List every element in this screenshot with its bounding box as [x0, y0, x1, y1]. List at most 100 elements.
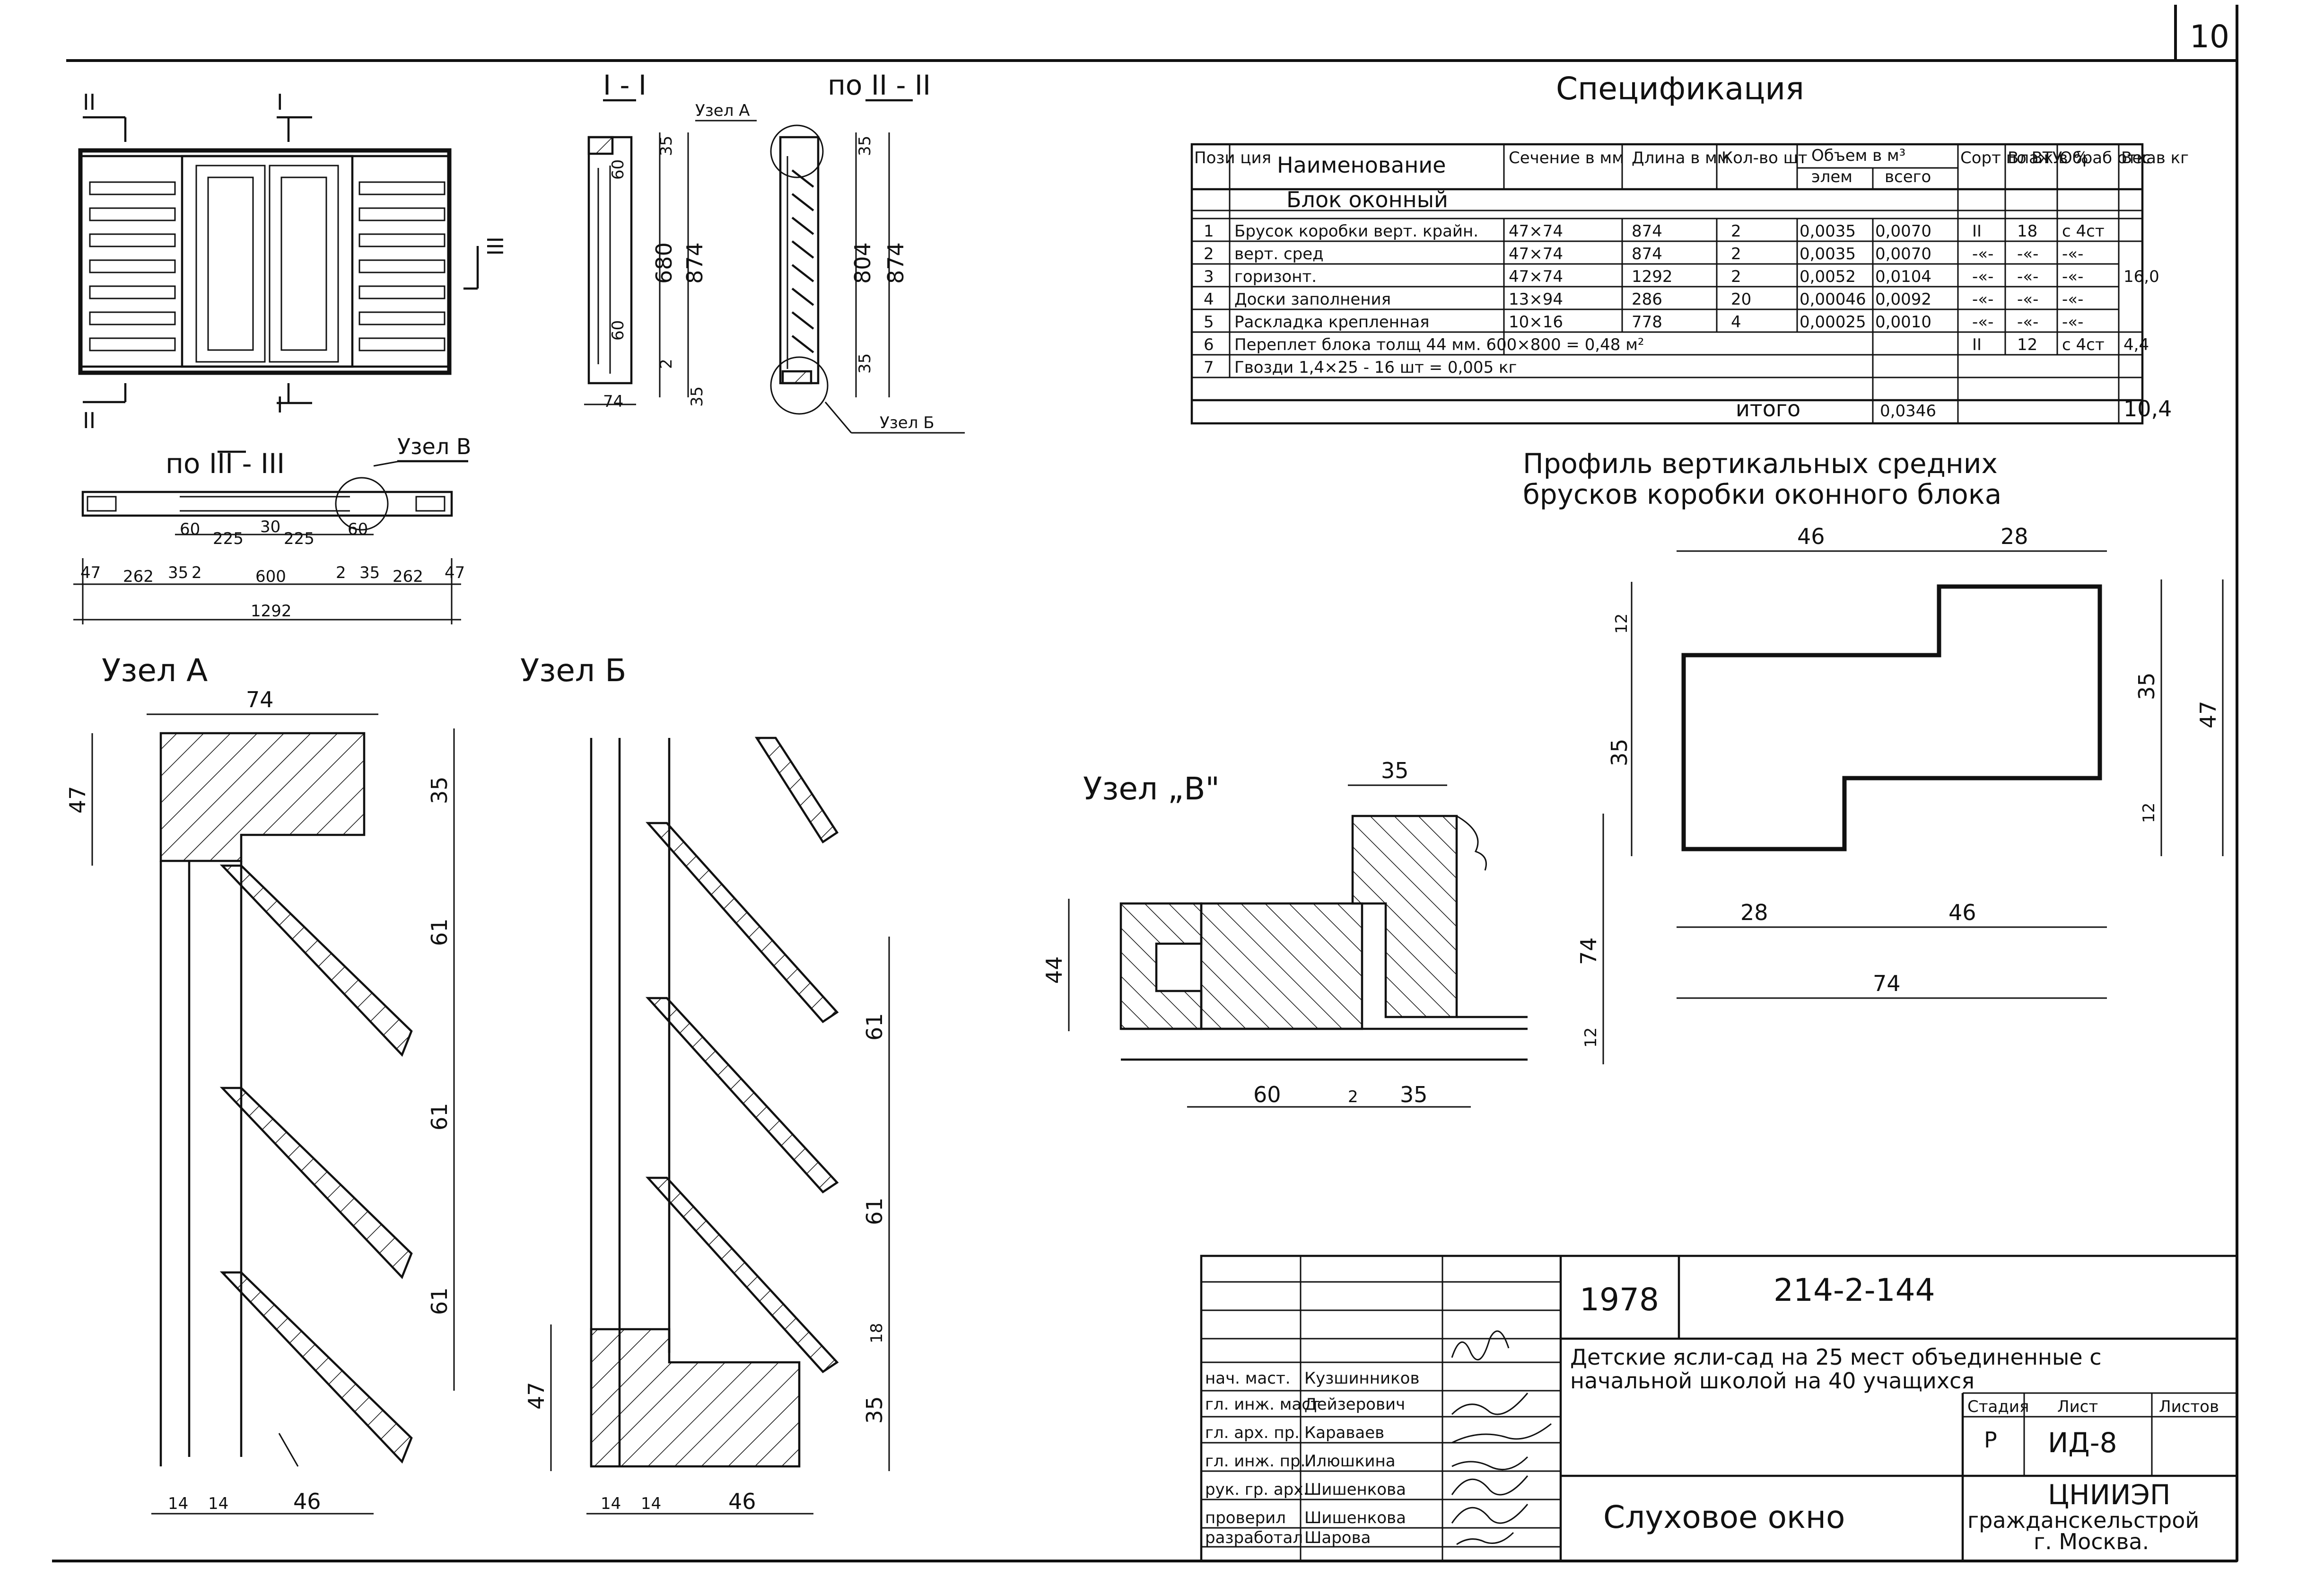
- spec-cell: 0,0035: [1800, 222, 1856, 241]
- staff-role: гл. инж. пр.: [1205, 1452, 1305, 1471]
- spec-cell: 4: [1204, 290, 1214, 309]
- dim-overall: 1292: [251, 602, 292, 621]
- dim-text: 14: [601, 1494, 621, 1513]
- spec-cell: 0,0104: [1875, 267, 1931, 286]
- staff-role: гл. арх. пр.: [1205, 1423, 1300, 1442]
- dim-text: 35: [359, 563, 380, 582]
- spec-header-moisture: Влаж в %: [2008, 149, 2088, 167]
- dim-text: 74: [246, 687, 274, 712]
- spec-cell: -«-: [2017, 313, 2038, 332]
- profile-title-1: Профиль вертикальных средних: [1523, 447, 1998, 480]
- spec-header-pos: Пози ция: [1194, 149, 1271, 167]
- node-b-callout: Узел Б: [880, 413, 935, 432]
- spec-cell: 13×94: [1509, 290, 1563, 309]
- spec-cell: 0,0052: [1800, 267, 1856, 286]
- stamp-year: 1978: [1580, 1281, 1659, 1318]
- staff-name: Шарова: [1304, 1528, 1371, 1547]
- dim-text: 12: [1581, 1027, 1600, 1048]
- dim-text: 47: [80, 563, 101, 582]
- louvres-right: [358, 181, 446, 351]
- node-b-title: Узел Б: [520, 652, 626, 689]
- spec-cell: 0,00025: [1800, 313, 1866, 332]
- spec-cell: -«-: [1972, 290, 1993, 309]
- spec-cell: 778: [1632, 313, 1662, 332]
- stamp-drawing-title: Слуховое окно: [1603, 1499, 1845, 1535]
- dim-text: 35: [856, 136, 874, 156]
- stamp-sheets-label: Листов: [2159, 1397, 2219, 1416]
- dim-text: 35: [856, 353, 874, 374]
- spec-cell: 0,0092: [1875, 290, 1931, 309]
- louvre-slats: [791, 169, 814, 353]
- dim-text: 47: [2195, 701, 2221, 728]
- spec-cell: 7: [1204, 358, 1214, 377]
- spec-cell: Переплет блока толщ 44 мм. 600×800 = 0,4…: [1234, 335, 1644, 354]
- dim-text: 225: [213, 529, 244, 548]
- spec-cell: 47×74: [1509, 245, 1563, 263]
- dim-text: 12: [1612, 614, 1631, 634]
- staff-name: Дейзерович: [1304, 1395, 1405, 1414]
- dim-text: 30: [260, 517, 280, 536]
- dim-text: 2: [657, 359, 676, 369]
- dim-text: 35: [168, 563, 188, 582]
- profile-title-2: брусков коробки оконного блока: [1523, 478, 2001, 510]
- spec-cell: 2: [1731, 267, 1741, 286]
- spec-cell: -«-: [2017, 267, 2038, 286]
- dim-text: 46: [293, 1489, 321, 1514]
- spec-header-grade: Сорт по ВТУ: [1960, 149, 2062, 167]
- dim-text: 61: [862, 1197, 887, 1225]
- window-elevation: II I III II I: [78, 89, 507, 433]
- dim-text: 35: [1381, 758, 1409, 783]
- dim-text: 60: [1253, 1082, 1281, 1107]
- dim-text: 47: [65, 786, 90, 814]
- staff-name: Илюшкина: [1304, 1452, 1396, 1471]
- spec-header-treatment: Обраб отка: [2060, 149, 2156, 167]
- spec-cell: -«-: [2017, 290, 2038, 309]
- dim-text: 74: [603, 392, 623, 411]
- spec-total-label: итого: [1736, 396, 1800, 421]
- dim-text: 61: [427, 1103, 452, 1131]
- louvres-left: [89, 181, 176, 351]
- staff-name: Шишенкова: [1304, 1480, 1406, 1499]
- dim-text: 47: [445, 563, 465, 582]
- spec-cell: 20: [1731, 290, 1751, 309]
- spec-cell: Доски заполнения: [1234, 290, 1391, 309]
- spec-cell: -«-: [2062, 313, 2083, 332]
- spec-cell: 1: [1204, 222, 1214, 241]
- section-2-title: по II - II: [828, 69, 931, 101]
- dim-text: 14: [168, 1494, 188, 1513]
- dim-text: 46: [728, 1489, 756, 1514]
- spec-header-elem: элем: [1811, 167, 1852, 186]
- node-b-detail: Узел Б 47 61 61 18 35 14 14 46: [520, 652, 890, 1515]
- signature-marks: [1451, 1330, 1552, 1545]
- node-a-detail: Узел А 74 47 35 61 61 61 14 14 46: [65, 652, 455, 1515]
- dim-text: 262: [123, 567, 154, 586]
- node-a-title: Узел А: [102, 652, 208, 689]
- spec-cell: -«-: [2062, 267, 2083, 286]
- dim-text: 12: [2140, 803, 2158, 823]
- staff-role: гл. инж. маст: [1205, 1395, 1320, 1414]
- dim-text: 35: [688, 386, 707, 407]
- spec-cell: горизонт.: [1234, 267, 1317, 286]
- spec-cell: 2: [1731, 222, 1741, 241]
- dim-text: 74: [1576, 937, 1601, 965]
- spec-cell: 6: [1204, 335, 1214, 354]
- spec-cell: 10×16: [1509, 313, 1563, 332]
- staff-role: проверил: [1205, 1508, 1286, 1527]
- stamp-sheet: ИД-8: [2048, 1427, 2117, 1459]
- spec-cell: -«-: [1972, 313, 1993, 332]
- dim-text: 35: [657, 136, 676, 156]
- section-mark-III: III: [482, 237, 507, 256]
- stamp-stage-label: Стадия: [1967, 1397, 2029, 1416]
- staff-role: разработал: [1205, 1528, 1303, 1547]
- dim-text: 61: [862, 1013, 887, 1041]
- spec-header-length: Длина в мм: [1632, 149, 1729, 167]
- section-1-title: I - I: [603, 69, 647, 101]
- spec-cell: 4: [1731, 313, 1741, 332]
- spec-cell: 2: [1731, 245, 1741, 263]
- stamp-project-2: начальной школой на 40 учащихся: [1570, 1368, 1975, 1394]
- section-mark-I-bottom: I: [277, 392, 283, 418]
- dim-text: 680: [651, 242, 677, 284]
- dim-text: 28: [2001, 524, 2028, 549]
- dim-text: 14: [208, 1494, 228, 1513]
- spec-cell: 16,0: [2123, 267, 2159, 286]
